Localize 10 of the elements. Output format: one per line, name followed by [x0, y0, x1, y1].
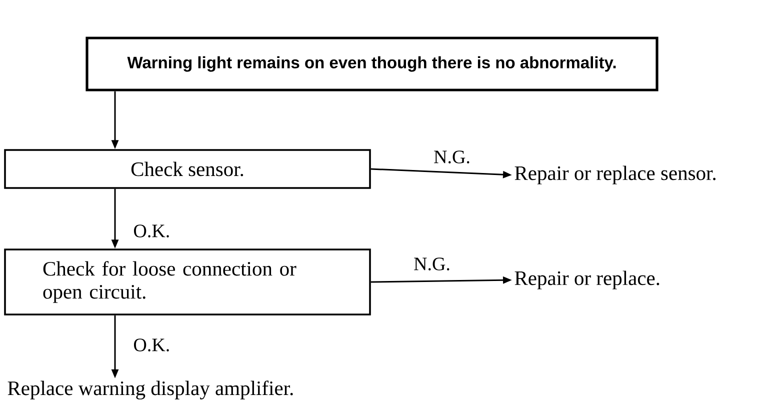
result-text: Replace warning display amplifier.	[8, 380, 293, 400]
edge-label: N.G.	[412, 256, 452, 272]
edge-label: O.K.	[132, 224, 172, 238]
edge-label: O.K.	[132, 338, 172, 352]
result-text: Repair or replace sensor.	[514, 166, 716, 184]
process-box: Check for loose connection or open circuit.	[4, 248, 371, 316]
edge-label: N.G.	[432, 150, 472, 164]
result-text: Repair or replace.	[514, 270, 660, 290]
title-box: Warning light remains on even though there is no abnormality.	[86, 36, 658, 92]
process-box: Check sensor.	[4, 149, 371, 189]
